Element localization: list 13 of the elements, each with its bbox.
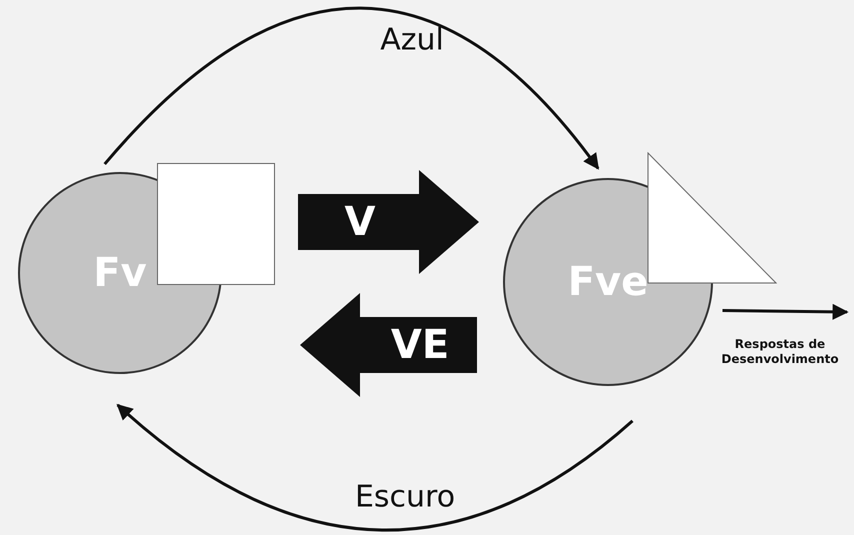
edge-label: Escuro [354,480,456,514]
edge-label: VE [390,322,450,368]
edge-label: Respostas de Desenvolvimento [720,337,840,367]
edge-label: Azul [380,22,444,58]
arrow [104,6,600,170]
block-arrow [300,293,477,397]
edge-label: V [344,199,376,245]
arrow [722,304,849,320]
node-label: Fve [568,259,648,305]
node-label: Fv [93,250,147,296]
square [157,163,275,285]
arrow [116,404,634,532]
block-arrow [298,170,479,274]
